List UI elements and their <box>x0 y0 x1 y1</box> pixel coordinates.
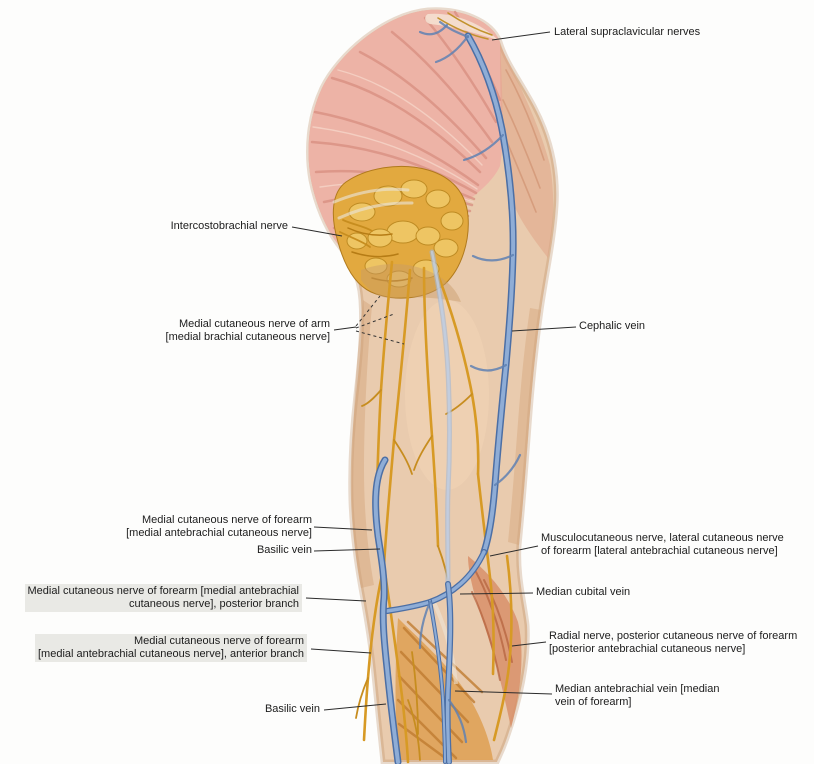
label-median-antebrachial-vein: Median antebrachial vein [median vein of… <box>555 683 720 708</box>
label-medial-cutaneous-forearm-posterior-branch: Medial cutaneous nerve of forearm [media… <box>24 584 302 612</box>
label-medial-cutaneous-nerve-of-arm: Medial cutaneous nerve of arm [medial br… <box>165 318 330 343</box>
musculocutaneous-nerve-path <box>476 472 495 676</box>
dashed-leader-lines <box>355 295 405 345</box>
label-cephalic-vein: Cephalic vein <box>579 320 646 332</box>
flexor-muscle <box>395 618 493 760</box>
label-basilic-vein-upper: Basilic vein <box>256 544 312 556</box>
lateral-arm-shade <box>508 308 541 545</box>
superficial-veins <box>372 20 522 764</box>
intercostobrachial-nerve-path <box>339 231 371 248</box>
deltoid-shade <box>500 45 554 258</box>
lateral-nerve-branch <box>436 273 480 476</box>
anterior-branch-nerve <box>382 564 410 764</box>
label-intercostobrachial-nerve: Intercostobrachial nerve <box>170 220 288 232</box>
label-medial-cutaneous-forearm-anterior-branch: Medial cutaneous nerve of forearm [media… <box>35 634 307 662</box>
medial-arm-shade <box>351 300 374 588</box>
clavicle-highlight <box>425 13 498 41</box>
supraclavicular-nerves-path <box>437 17 489 40</box>
vein-tributaries <box>418 20 522 744</box>
posterior-branch-nerve <box>362 564 386 742</box>
label-basilic-vein-lower: Basilic vein <box>264 703 320 715</box>
label-musculocutaneous-nerve: Musculocutaneous nerve, lateral cutaneou… <box>541 532 784 557</box>
label-median-cubital-vein: Median cubital vein <box>536 586 631 598</box>
radial-posterior-cutaneous-nerve-path <box>492 554 513 742</box>
label-radial-nerve-posterior-cutaneous: Radial nerve, posterior cutaneous nerve … <box>549 630 798 655</box>
leader-lines <box>291 31 577 711</box>
label-medial-cutaneous-nerve-of-forearm: Medial cutaneous nerve of forearm [media… <box>126 514 312 539</box>
axilla-shadow <box>361 264 461 302</box>
label-lateral-supraclavicular-nerves: Lateral supraclavicular nerves <box>554 26 701 38</box>
